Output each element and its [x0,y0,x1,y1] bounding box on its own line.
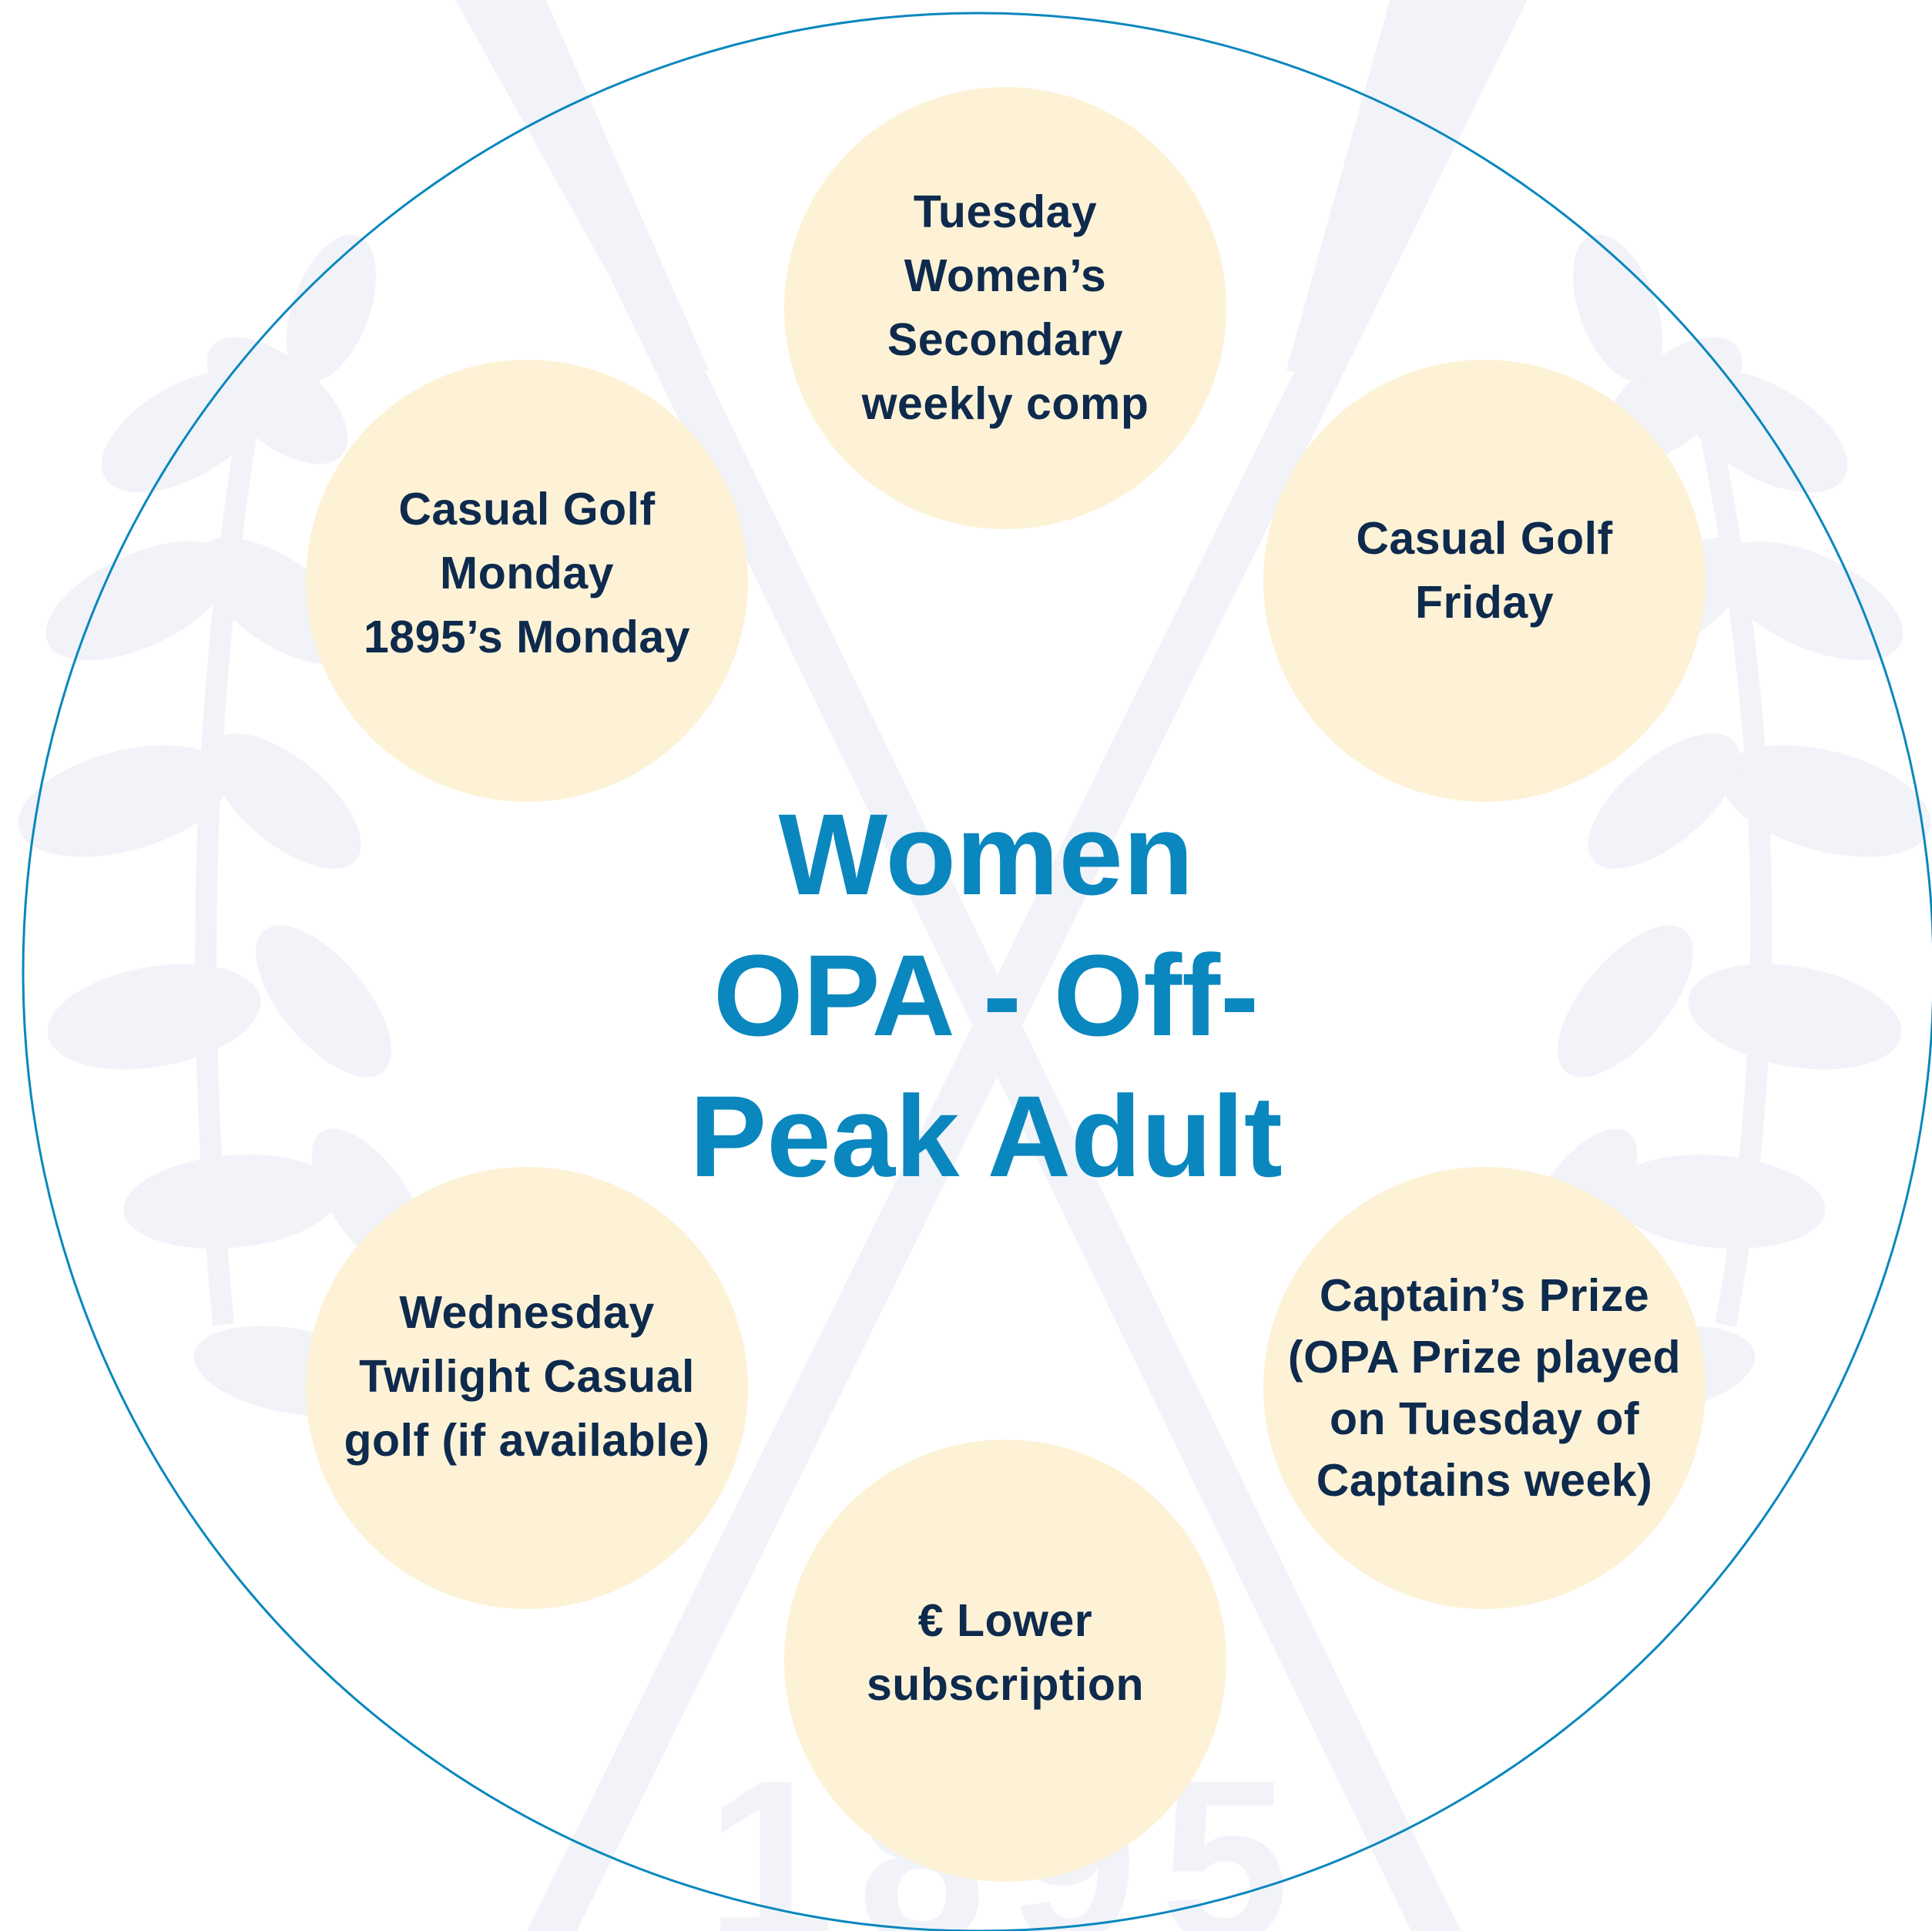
bubble-text: Wednesday Twilight Casual golf (if avail… [319,1281,735,1473]
bubble-line: Tuesday [913,186,1098,237]
bubble-line: Captains week) [1316,1455,1653,1506]
bubble-line: Wednesday [399,1286,655,1338]
bubble-line: Casual Golf [1356,513,1613,564]
bubble-text: € Lower subscription [828,1589,1182,1717]
center-title-line: Women [778,789,1194,919]
center-title-line: OPA - Off- [713,930,1259,1060]
bubble-line: Secondary [887,314,1124,365]
bubble-line: weekly comp [861,378,1149,429]
bubble-line: golf (if available) [344,1414,710,1466]
bubble-line: Twilight Casual [359,1350,695,1402]
bubble-casual-golf-friday: Casual Golf Friday [1263,360,1706,802]
bubble-line: Captain’s Prize [1319,1270,1650,1321]
bubble-line: € Lower [917,1595,1093,1646]
outer-ring [22,12,1932,1931]
bubble-text: Captain’s Prize (OPA Prize played on Tue… [1269,1265,1700,1511]
bubble-text: Casual Golf Monday 1895’s Monday [350,478,704,669]
bubble-wednesday-twilight: Wednesday Twilight Casual golf (if avail… [306,1167,748,1609]
bubble-line: Friday [1414,577,1555,628]
bubble-text: Casual Golf Friday [1307,507,1662,635]
bubble-casual-golf-monday: Casual Golf Monday 1895’s Monday [306,360,748,802]
laurel-left-watermark [18,234,428,1416]
bubble-line: Monday [440,547,614,598]
bubble-text: Tuesday Women’s Secondary weekly comp [828,180,1182,436]
bubble-lower-subscription: € Lower subscription [784,1440,1226,1882]
bubble-line: on Tuesday of [1329,1393,1640,1444]
bubble-line: Casual Golf [398,483,656,535]
center-title-line: Peak Adult [689,1071,1283,1201]
bubble-line: (OPA Prize played [1287,1332,1682,1383]
bubble-line: 1895’s Monday [363,611,691,662]
bubble-line: subscription [866,1659,1145,1710]
bubble-captains-prize: Captain’s Prize (OPA Prize played on Tue… [1263,1167,1706,1609]
bubble-line: Women’s [904,250,1107,301]
bubble-tuesday-womens-secondary: Tuesday Women’s Secondary weekly comp [784,87,1226,529]
club-heads-watermark [455,0,1481,385]
center-title: Women OPA - Off- Peak Adult [585,784,1387,1207]
